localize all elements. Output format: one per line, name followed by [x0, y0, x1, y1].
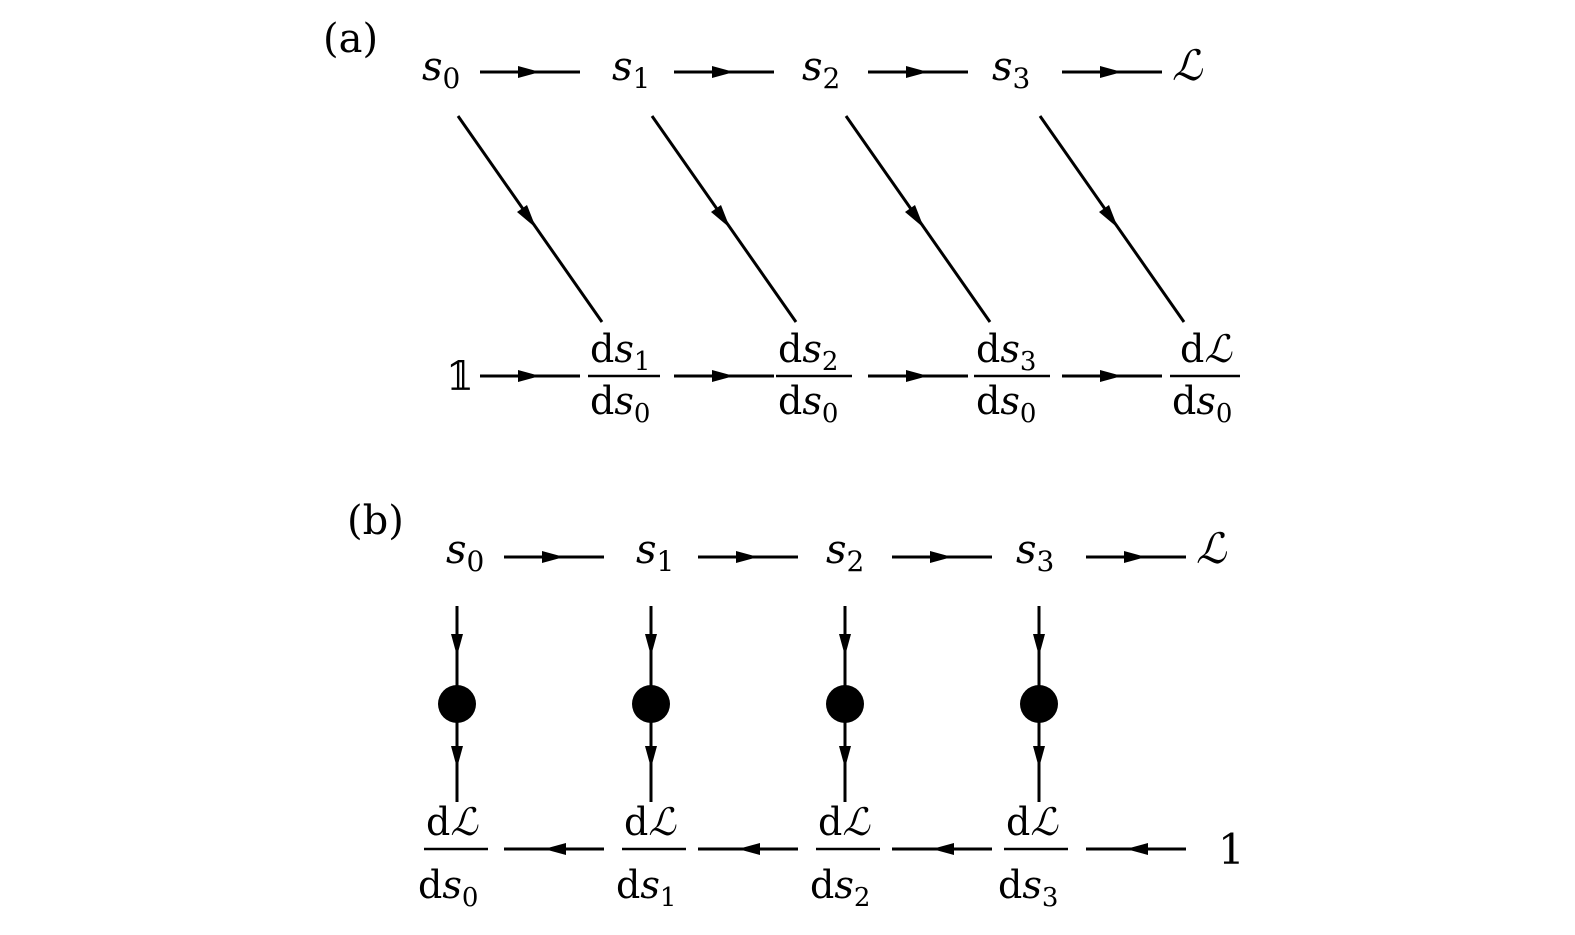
panel-b-backward-arrow-2 — [698, 843, 798, 855]
fraction-numerator: dℒ — [1006, 800, 1059, 844]
panel-b-backward-arrow-1 — [504, 843, 604, 855]
fraction-numerator: dℒ — [818, 800, 871, 844]
down-arrowhead — [1033, 634, 1045, 656]
panel-b: (b) s0 s1 s2 s3 ℒ — [347, 498, 1245, 913]
panel-b-node-s1: s1 — [636, 527, 674, 578]
vjp-node-dot — [1020, 685, 1058, 723]
down-arrowhead — [839, 634, 851, 656]
panel-b-fraction-1: dℒ ds0 — [418, 800, 488, 913]
fraction-numerator: dℒ — [624, 800, 677, 844]
fraction-denominator: ds1 — [616, 863, 676, 913]
panel-a-forward-arrow-4 — [1062, 66, 1162, 78]
down-arrowhead — [839, 746, 851, 768]
fraction-denominator: ds0 — [1172, 379, 1232, 429]
panel-a-bottom-arrow-4 — [1062, 370, 1162, 382]
fraction-numerator: ds1 — [590, 327, 650, 377]
panel-b-node-loss: ℒ — [1196, 524, 1227, 573]
panel-a-forward-arrow-2 — [674, 66, 774, 78]
panel-b-vertical-chain-2 — [632, 606, 670, 802]
panel-a-node-s2: s2 — [802, 44, 840, 95]
panel-a: (a) s0 s1 s2 s3 ℒ — [323, 16, 1240, 429]
down-arrowhead — [645, 634, 657, 656]
down-arrowhead — [1033, 746, 1045, 768]
panel-a-node-s3: s3 — [992, 44, 1030, 95]
panel-b-forward-arrow-4 — [1086, 551, 1186, 563]
down-arrowhead — [451, 634, 463, 656]
panel-a-label: (a) — [323, 16, 378, 62]
vjp-node-dot — [632, 685, 670, 723]
panel-b-node-s2: s2 — [826, 527, 864, 578]
panel-b-seed-one: 1 — [1218, 825, 1245, 874]
panel-b-forward-arrow-2 — [698, 551, 798, 563]
panel-a-bottom-arrow-1 — [480, 370, 580, 382]
panel-a-diagonal-arrow-2 — [650, 115, 798, 323]
panel-a-fraction-4: dℒ ds0 — [1170, 327, 1240, 429]
fraction-numerator: dℒ — [426, 800, 479, 844]
fraction-denominator: ds2 — [810, 863, 870, 913]
fraction-numerator: ds2 — [778, 327, 838, 377]
panel-a-node-loss: ℒ — [1172, 41, 1203, 90]
fraction-numerator: ds3 — [976, 327, 1036, 377]
fraction-denominator: ds0 — [976, 379, 1036, 429]
panel-a-diagonal-arrow-3 — [844, 115, 992, 323]
panel-a-diagonal-arrow-4 — [1038, 115, 1186, 323]
panel-b-forward-arrow-3 — [892, 551, 992, 563]
panel-a-forward-arrow-3 — [868, 66, 968, 78]
vjp-node-dot — [826, 685, 864, 723]
panel-b-label: (b) — [347, 498, 404, 544]
fraction-denominator: ds0 — [778, 379, 838, 429]
vjp-node-dot — [438, 685, 476, 723]
panel-b-fraction-3: dℒ ds2 — [810, 800, 880, 913]
panel-a-bottom-arrow-2 — [674, 370, 774, 382]
panel-b-node-s0: s0 — [446, 527, 484, 578]
panel-b-forward-arrow-1 — [504, 551, 604, 563]
panel-a-fraction-3: ds3 ds0 — [974, 327, 1050, 429]
fraction-numerator: dℒ — [1180, 327, 1233, 371]
fraction-denominator: ds0 — [418, 863, 478, 913]
fraction-denominator: ds0 — [590, 379, 650, 429]
panel-a-diagonal-arrow-1 — [456, 115, 604, 323]
panel-b-node-s3: s3 — [1016, 527, 1054, 578]
down-arrowhead — [451, 746, 463, 768]
panel-b-fraction-2: dℒ ds1 — [616, 800, 686, 913]
panel-a-node-s0: s0 — [422, 44, 460, 95]
fraction-denominator: ds3 — [998, 863, 1058, 913]
panel-b-backward-arrow-4 — [1086, 843, 1186, 855]
panel-b-backward-arrow-3 — [892, 843, 992, 855]
panel-a-identity: 𝟙 — [446, 354, 474, 400]
panel-b-fraction-4: dℒ ds3 — [998, 800, 1068, 913]
panel-a-fraction-2: ds2 ds0 — [776, 327, 852, 429]
panel-a-fraction-1: ds1 ds0 — [588, 327, 660, 429]
panel-b-vertical-chain-3 — [826, 606, 864, 802]
panel-a-node-s1: s1 — [612, 44, 650, 95]
panel-b-vertical-chain-1 — [438, 606, 476, 802]
down-arrowhead — [645, 746, 657, 768]
panel-b-vertical-chain-4 — [1020, 606, 1058, 802]
panel-a-forward-arrow-1 — [480, 66, 580, 78]
panel-a-bottom-arrow-3 — [868, 370, 968, 382]
